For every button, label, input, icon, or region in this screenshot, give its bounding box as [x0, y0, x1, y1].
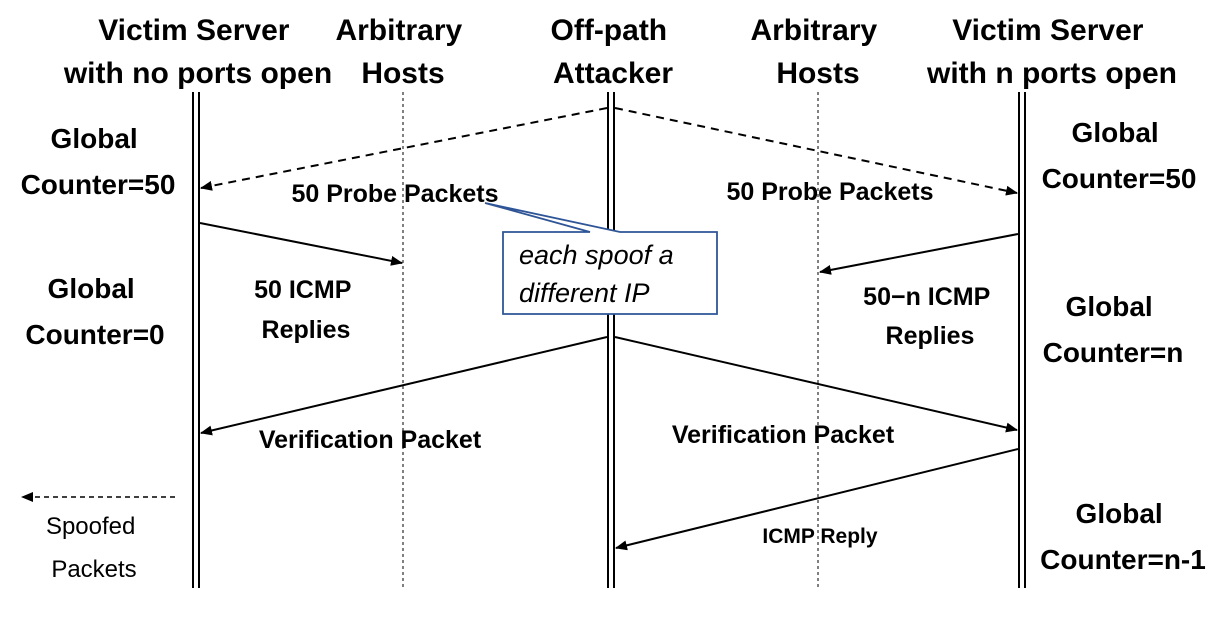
lifeline-victim-right: [1018, 92, 1026, 588]
header-victim-right: Victim Server with n ports open: [926, 14, 1177, 90]
icmp-replies-arrow-right: [819, 233, 1019, 275]
icmp-replies-arrow-left: [199, 222, 403, 266]
callout: each spoof a different IP: [484, 202, 718, 315]
spoofed-legend-label: Spoofed Packets: [46, 513, 142, 583]
callout-text: each spoof a different IP: [519, 240, 681, 308]
verification-arrow-right: [614, 336, 1018, 433]
probe-arrow-left: [200, 107, 608, 191]
lifeline-attacker: [607, 92, 615, 588]
verification-label-left: Verification Packet: [259, 426, 482, 454]
verification-label-right: Verification Packet: [672, 421, 895, 449]
left-counter-after: Global Counter=0: [25, 273, 164, 350]
icmp-reply-arrow: [615, 448, 1019, 551]
header-attacker: Off-path Attacker: [551, 14, 676, 90]
verification-arrow-left: [200, 336, 608, 436]
icmp-replies-label-right: 50−n ICMP Replies: [863, 283, 997, 350]
icmp-reply-label: ICMP Reply: [762, 525, 877, 548]
probe-label-left: 50 Probe Packets: [291, 180, 498, 208]
right-counter-initial: Global Counter=50: [1042, 117, 1197, 194]
left-counter-initial: Global Counter=50: [21, 123, 176, 200]
header-victim-left: Victim Server with no ports open: [63, 14, 332, 90]
header-hosts-right: Arbitrary Hosts: [750, 14, 885, 90]
probe-arrow-right: [614, 107, 1018, 196]
header-hosts-left: Arbitrary Hosts: [335, 14, 470, 90]
icmp-replies-label-left: 50 ICMP Replies: [254, 276, 358, 344]
lifeline-victim-left: [192, 92, 200, 588]
right-counter-final: Global Counter=n-1: [1040, 498, 1206, 575]
probe-label-right: 50 Probe Packets: [726, 178, 933, 206]
right-counter-after: Global Counter=n: [1043, 291, 1184, 368]
